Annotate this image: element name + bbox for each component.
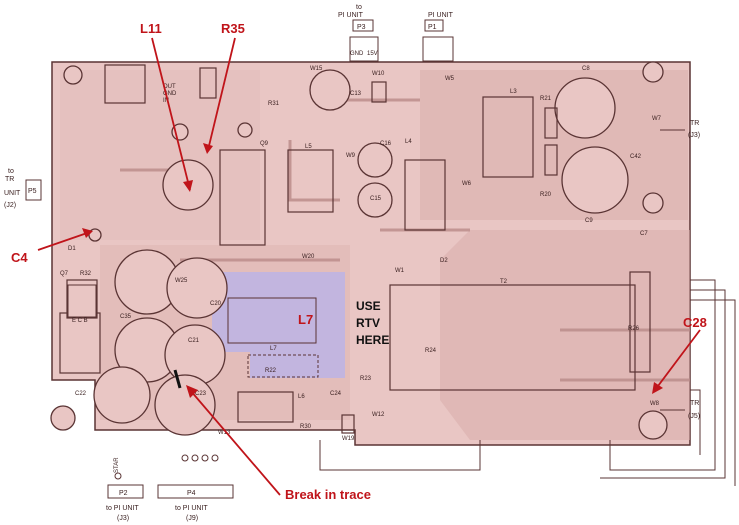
svg-text:W20: W20 bbox=[302, 254, 315, 260]
svg-text:(J9): (J9) bbox=[186, 515, 198, 522]
svg-text:L7: L7 bbox=[270, 346, 277, 352]
callout-arrowheads bbox=[82, 143, 663, 398]
svg-text:TR: TR bbox=[5, 176, 14, 183]
trace-break-mark bbox=[173, 369, 182, 389]
label-r35: R35 bbox=[221, 21, 245, 36]
svg-text:C9: C9 bbox=[585, 218, 593, 224]
svg-text:P1: P1 bbox=[428, 24, 437, 31]
svg-text:R21: R21 bbox=[540, 96, 552, 102]
label-use-rtv-here: USE RTV HERE bbox=[356, 299, 389, 347]
svg-text:C23: C23 bbox=[195, 391, 207, 397]
connector-tr-j3: TR (J3) bbox=[660, 120, 700, 139]
svg-text:(J2): (J2) bbox=[4, 202, 16, 209]
svg-text:STAR: STAR bbox=[114, 457, 120, 473]
svg-text:TR: TR bbox=[690, 400, 699, 407]
connector-p1: PI UNIT P1 bbox=[422, 12, 454, 62]
svg-text:D2: D2 bbox=[440, 258, 448, 264]
svg-text:P3: P3 bbox=[357, 24, 366, 31]
svg-text:to PI UNIT: to PI UNIT bbox=[175, 505, 208, 512]
svg-text:W6: W6 bbox=[462, 181, 472, 187]
svg-text:C24: C24 bbox=[330, 391, 342, 397]
svg-text:C15: C15 bbox=[370, 196, 382, 202]
connector-p2: STAR P2 to PI UNIT (J3) bbox=[106, 457, 144, 522]
component-labels: L3 L5 L4 L6 L7 T2 C7 C8 C9 C42 C16 C15 C… bbox=[60, 51, 662, 442]
svg-text:RTV: RTV bbox=[356, 316, 380, 330]
svg-text:IN: IN bbox=[163, 98, 169, 104]
svg-text:USE: USE bbox=[356, 299, 381, 313]
svg-text:E C B: E C B bbox=[72, 318, 88, 324]
svg-text:R30: R30 bbox=[300, 424, 312, 430]
svg-text:Q9: Q9 bbox=[260, 141, 269, 147]
svg-text:C22: C22 bbox=[75, 391, 87, 397]
svg-text:to: to bbox=[8, 168, 14, 175]
label-l11: L11 bbox=[140, 21, 162, 36]
svg-text:C35: C35 bbox=[120, 314, 132, 320]
svg-text:R23: R23 bbox=[360, 376, 372, 382]
svg-text:C20: C20 bbox=[210, 301, 222, 307]
svg-text:(J5): (J5) bbox=[688, 413, 700, 420]
svg-text:HERE: HERE bbox=[356, 333, 389, 347]
label-l7: L7 bbox=[298, 312, 313, 327]
svg-text:to PI UNIT: to PI UNIT bbox=[106, 505, 139, 512]
svg-text:C13: C13 bbox=[350, 91, 362, 97]
svg-text:R26: R26 bbox=[628, 326, 640, 332]
svg-text:W8: W8 bbox=[650, 401, 660, 407]
label-break-in-trace: Break in trace bbox=[285, 487, 371, 502]
svg-text:L4: L4 bbox=[405, 139, 412, 145]
svg-text:W1: W1 bbox=[395, 268, 405, 274]
svg-text:PI UNIT: PI UNIT bbox=[428, 12, 454, 19]
svg-text:(J3): (J3) bbox=[117, 515, 129, 522]
svg-text:C42: C42 bbox=[630, 154, 642, 160]
svg-text:W19: W19 bbox=[342, 436, 355, 442]
svg-text:P5: P5 bbox=[28, 188, 37, 195]
svg-text:R24: R24 bbox=[425, 348, 437, 354]
svg-text:W25: W25 bbox=[175, 278, 188, 284]
connector-tr-j5: TR (J5) bbox=[660, 400, 700, 420]
svg-text:W7: W7 bbox=[652, 116, 662, 122]
l7-highlight bbox=[212, 272, 345, 378]
rect-parts bbox=[59, 64, 651, 434]
svg-text:C16: C16 bbox=[380, 141, 392, 147]
svg-text:R31: R31 bbox=[268, 101, 280, 107]
svg-text:C7: C7 bbox=[640, 231, 648, 237]
svg-text:P4: P4 bbox=[187, 490, 196, 497]
svg-text:W10: W10 bbox=[372, 71, 385, 77]
svg-text:OUT: OUT bbox=[163, 84, 176, 90]
connector-p5: to TR UNIT (J2) P5 bbox=[4, 168, 42, 209]
label-c4: C4 bbox=[11, 250, 28, 265]
svg-text:Q7: Q7 bbox=[60, 271, 69, 277]
svg-text:GND: GND bbox=[163, 91, 177, 97]
svg-text:to: to bbox=[356, 4, 362, 11]
svg-text:L3: L3 bbox=[510, 89, 517, 95]
svg-text:W12: W12 bbox=[372, 412, 385, 418]
svg-text:R22: R22 bbox=[265, 368, 277, 374]
svg-text:L5: L5 bbox=[305, 144, 312, 150]
svg-text:TR: TR bbox=[690, 120, 699, 127]
callout-arrows bbox=[37, 37, 701, 496]
svg-text:(J3): (J3) bbox=[688, 132, 700, 139]
svg-text:T2: T2 bbox=[500, 279, 508, 285]
svg-text:W13: W13 bbox=[218, 430, 231, 436]
connector-p4: P4 to PI UNIT (J9) bbox=[157, 454, 234, 522]
svg-text:L6: L6 bbox=[298, 394, 305, 400]
svg-text:R20: R20 bbox=[540, 192, 552, 198]
capacitors bbox=[50, 61, 668, 440]
svg-text:UNIT: UNIT bbox=[4, 190, 21, 197]
svg-text:P2: P2 bbox=[119, 490, 128, 497]
label-c28: C28 bbox=[683, 315, 707, 330]
svg-text:C8: C8 bbox=[582, 66, 590, 72]
svg-text:W15: W15 bbox=[310, 66, 323, 72]
connector-p3: to PI UNIT P3 bbox=[338, 4, 379, 62]
q7-transistor: E C B bbox=[67, 284, 97, 324]
svg-text:W9: W9 bbox=[346, 153, 356, 159]
svg-text:PI UNIT: PI UNIT bbox=[338, 12, 364, 19]
svg-text:15V: 15V bbox=[367, 51, 378, 57]
svg-text:GND: GND bbox=[350, 51, 364, 57]
svg-text:R32: R32 bbox=[80, 271, 92, 277]
svg-text:C21: C21 bbox=[188, 338, 200, 344]
svg-text:W5: W5 bbox=[445, 76, 455, 82]
svg-text:D1: D1 bbox=[68, 246, 76, 252]
